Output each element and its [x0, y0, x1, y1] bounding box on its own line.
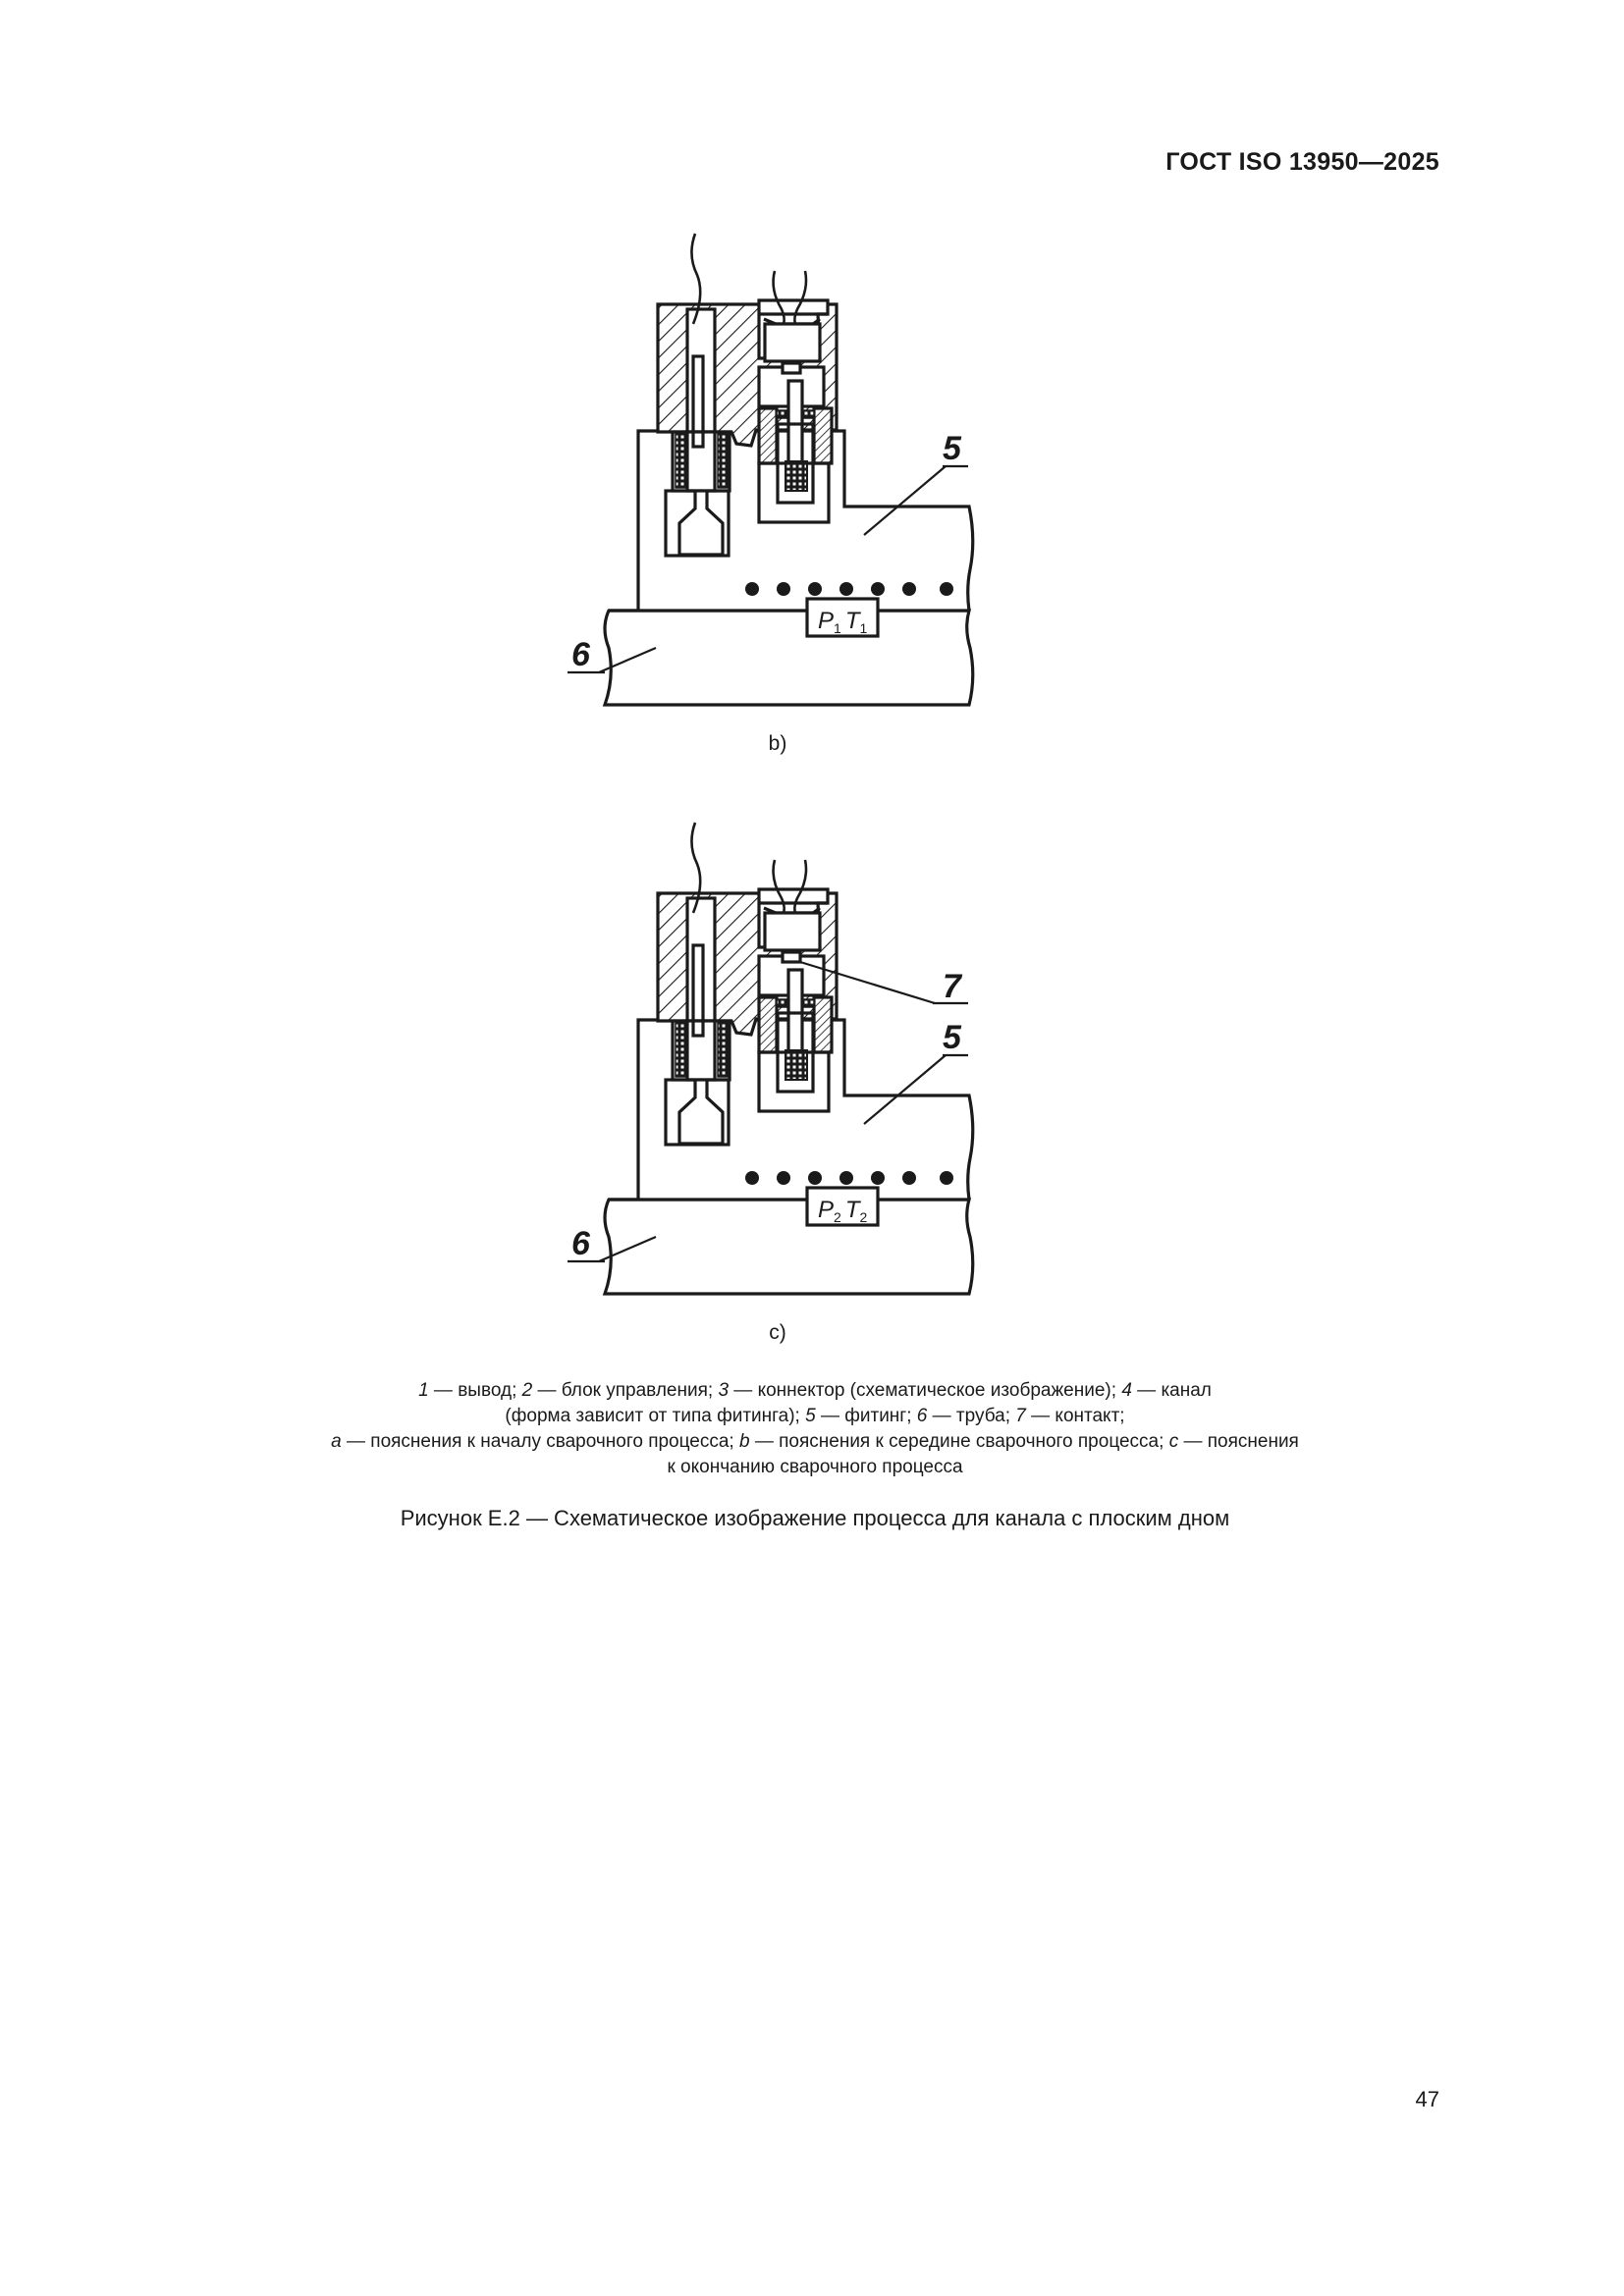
- callout-5: 5: [943, 430, 962, 467]
- callout-7: 7: [943, 968, 963, 1005]
- page-number: 47: [1415, 2087, 1439, 2111]
- legend-line-3: a — пояснения к началу сварочного процес…: [331, 1431, 1299, 1452]
- figure-b-label: b): [768, 732, 787, 755]
- figure-caption: Рисунок Е.2 — Схематическое изображение …: [400, 1506, 1230, 1530]
- figure-c-label: c): [769, 1321, 786, 1344]
- legend-line-4: к окончанию сварочного процесса: [667, 1457, 963, 1477]
- callout-5: 5: [943, 1019, 962, 1056]
- legend-line-2: (форма зависит от типа фитинга); 5 — фит…: [505, 1406, 1125, 1426]
- figure-legend: 1 — вывод; 2 — блок управления; 3 — конн…: [177, 1378, 1453, 1480]
- callout-6: 6: [571, 636, 591, 673]
- callout-6: 6: [571, 1225, 591, 1262]
- standard-code-header: ГОСТ ISO 13950—2025: [1165, 148, 1439, 176]
- legend-line-1: 1 — вывод; 2 — блок управления; 3 — конн…: [418, 1380, 1212, 1401]
